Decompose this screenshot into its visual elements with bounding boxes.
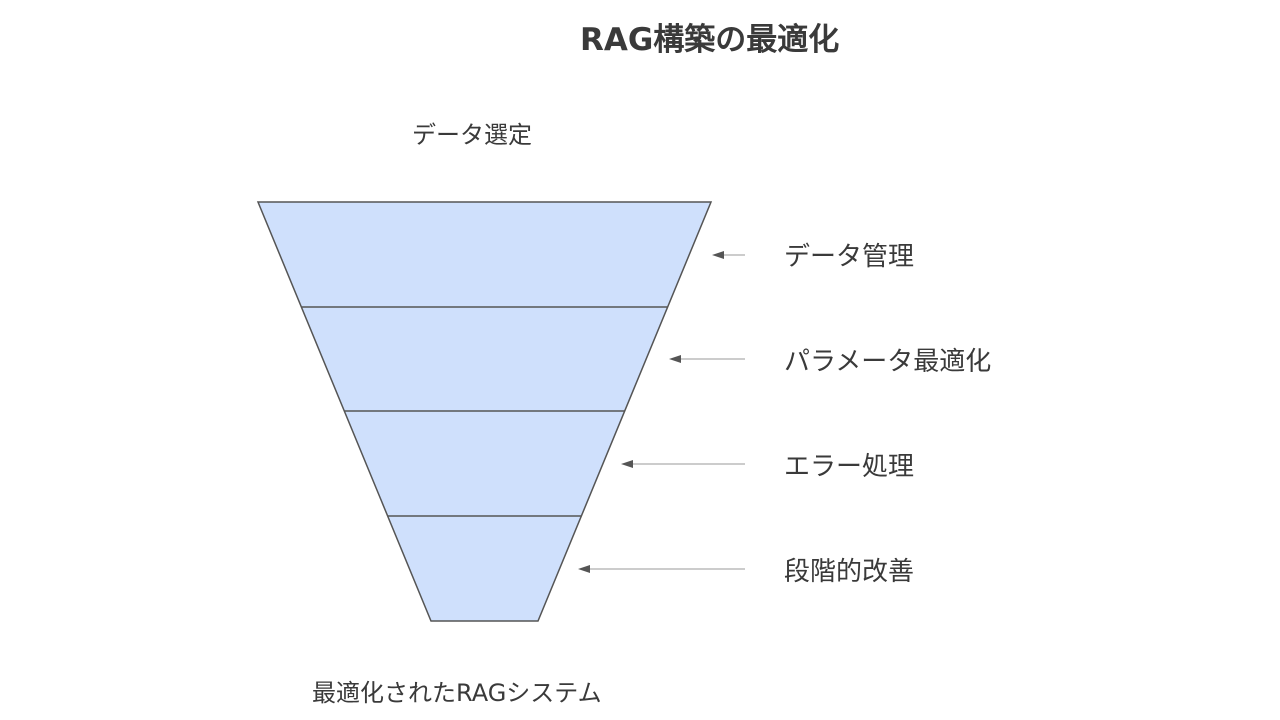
- arrow-stage-3: [621, 460, 745, 468]
- arrow-stage-1: [712, 251, 745, 259]
- arrow-stage-2: [669, 355, 745, 363]
- diagram-title: RAG構築の最適化: [580, 22, 840, 58]
- arrow-stage-4: [578, 565, 745, 573]
- stage-label-data-management: データ管理: [784, 242, 915, 272]
- funnel-bottom-label: 最適化されたRAGシステム: [312, 679, 602, 707]
- stage-label-error-handling: エラー処理: [784, 452, 915, 482]
- stage-label-parameter-optimization: パラメータ最適化: [784, 347, 992, 377]
- stage-label-incremental-improvement: 段階的改善: [784, 557, 915, 587]
- funnel-top-label: データ選定: [412, 121, 532, 149]
